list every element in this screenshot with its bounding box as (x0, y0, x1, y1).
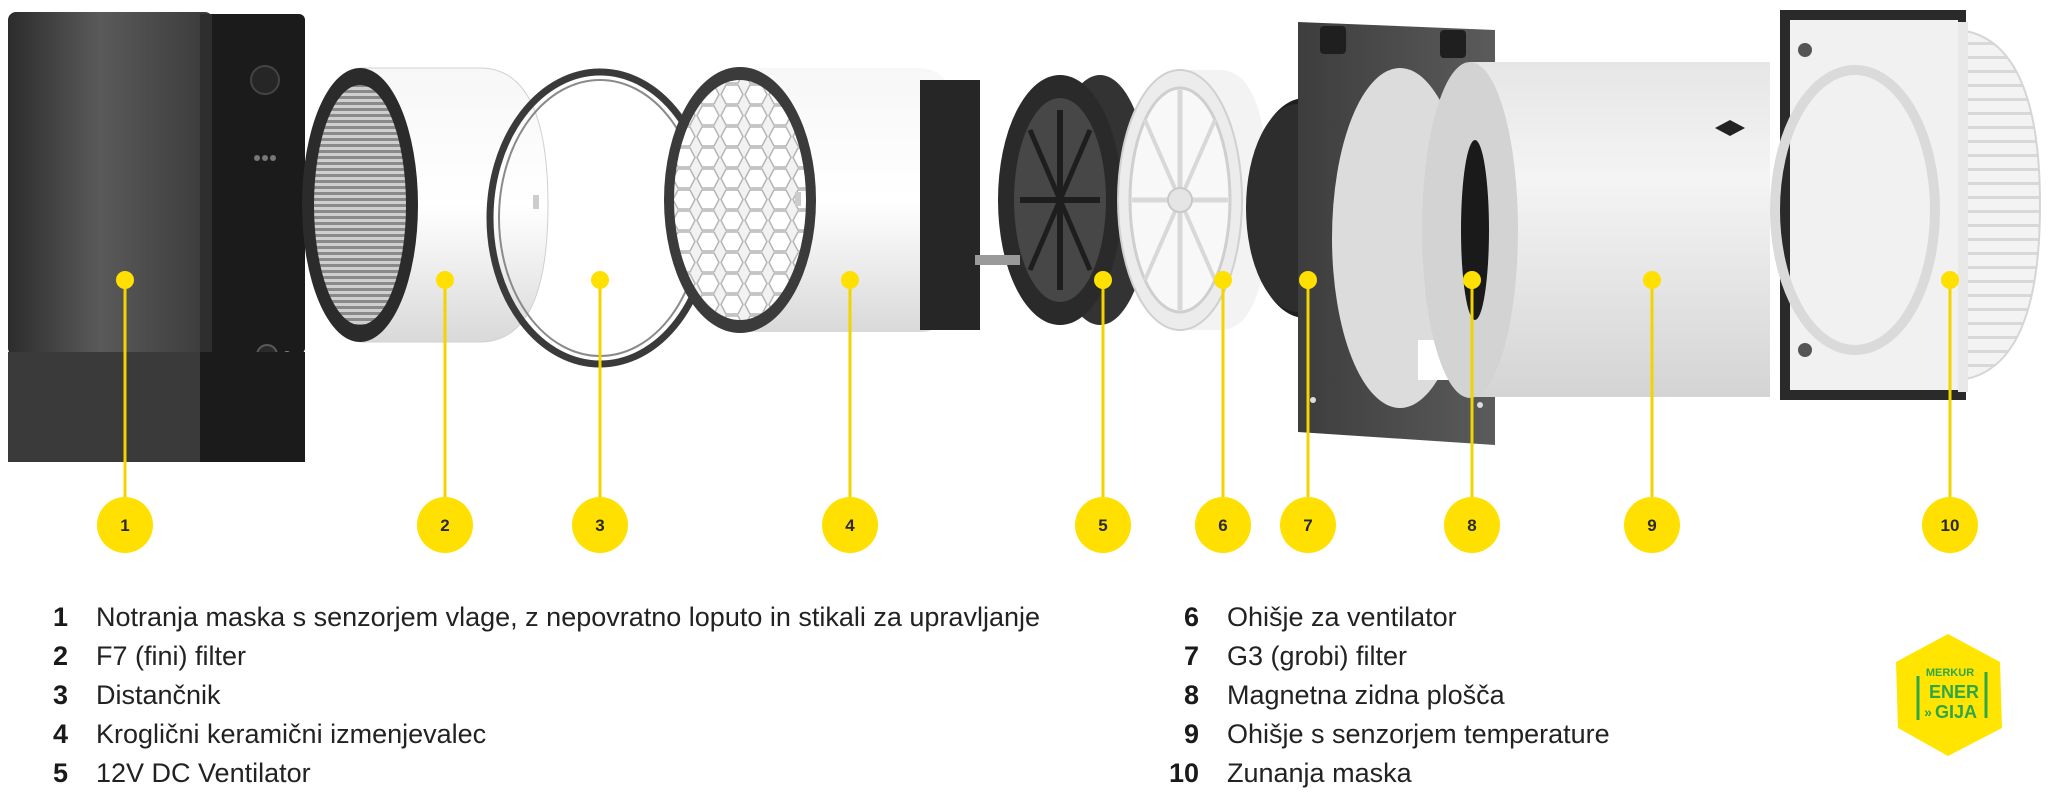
marker-dot-3 (591, 271, 609, 289)
marker-number-8: 8 (1467, 516, 1476, 535)
marker-dot-5 (1094, 271, 1112, 289)
component-ceramic-exchanger (664, 67, 980, 333)
marker-dot-4 (841, 271, 859, 289)
markers: 1 2 3 4 5 6 7 8 9 10 (97, 271, 1978, 553)
legend-item: 1 Notranja maska s senzorjem vlage, z nep… (52, 602, 1040, 633)
legend-label: Distančnik (96, 680, 221, 710)
marker-number-6: 6 (1218, 516, 1227, 535)
marker-dot-10 (1941, 271, 1959, 289)
marker-number-7: 7 (1303, 516, 1312, 535)
legend-number: 9 (1183, 719, 1199, 749)
marker-dot-8 (1463, 271, 1481, 289)
marker-dot-6 (1214, 271, 1232, 289)
marker-badge-8 (1444, 497, 1500, 553)
svg-text:MERKUR: MERKUR (1926, 667, 1974, 679)
legend-number: 2 (52, 641, 68, 671)
legend-item: 2 F7 (fini) filter (52, 641, 246, 672)
marker-badge-5 (1075, 497, 1131, 553)
marker-dot-2 (436, 271, 454, 289)
legend-item: 5 12V DC Ventilator (52, 758, 311, 789)
legend-number: 6 (1183, 602, 1199, 632)
svg-text:GIJA: GIJA (1935, 702, 1977, 722)
legend-label: Magnetna zidna plošča (1227, 680, 1505, 710)
legend-number: 8 (1183, 680, 1199, 710)
legend-label: G3 (grobi) filter (1227, 641, 1408, 671)
legend-label: Notranja maska s senzorjem vlage, z nepo… (96, 602, 1040, 632)
merkur-energija-logo: MERKUR ENER » GIJA (1896, 634, 2002, 756)
marker-number-1: 1 (120, 516, 129, 535)
legend-number: 3 (52, 680, 68, 710)
legend-number: 4 (52, 719, 68, 749)
marker-badge-1 (97, 497, 153, 553)
marker-badge-2 (417, 497, 473, 553)
marker-badge-6 (1195, 497, 1251, 553)
component-tube-housing (1422, 62, 1770, 398)
legend-item: 6 Ohišje za ventilator (1165, 602, 1457, 633)
component-f7-filter (302, 67, 549, 343)
legend-number: 10 (1168, 758, 1199, 788)
legend-number: 5 (52, 758, 68, 788)
legend-label: F7 (fini) filter (96, 641, 247, 671)
component-outer-mask (1770, 10, 2042, 400)
marker-dot-1 (116, 271, 134, 289)
legend-item: 10 Zunanja maska (1165, 758, 1412, 789)
marker-dot-7 (1299, 271, 1317, 289)
marker-number-3: 3 (595, 516, 604, 535)
sensor-grille-icon (250, 65, 280, 95)
legend-label: Zunanja maska (1227, 758, 1412, 788)
marker-badge-10 (1922, 497, 1978, 553)
legend-label: Ohišje s senzorjem temperature (1227, 719, 1610, 749)
legend-item: 3 Distančnik (52, 680, 221, 711)
svg-text:ENER: ENER (1929, 682, 1979, 702)
legend-label: Kroglični keramični izmenjevalec (96, 719, 487, 749)
leader-lines (123, 280, 1952, 501)
component-inner-mask: ✣ (8, 12, 305, 462)
marker-number-9: 9 (1647, 516, 1656, 535)
legend-label: 12V DC Ventilator (96, 758, 311, 788)
legend-item: 7 G3 (grobi) filter (1165, 641, 1407, 672)
legend-item: 8 Magnetna zidna plošča (1165, 680, 1505, 711)
marker-badge-7 (1280, 497, 1336, 553)
marker-badge-9 (1624, 497, 1680, 553)
marker-number-10: 10 (1941, 516, 1960, 535)
component-fan-housing (1117, 69, 1268, 331)
legend-item: 9 Ohišje s senzorjem temperature (1165, 719, 1610, 750)
marker-dot-9 (1643, 271, 1661, 289)
svg-text:»: » (1924, 704, 1932, 720)
legend-label: Ohišje za ventilator (1227, 602, 1457, 632)
marker-number-5: 5 (1098, 516, 1107, 535)
marker-badge-3 (572, 497, 628, 553)
legend-number: 1 (52, 602, 68, 632)
marker-badge-4 (822, 497, 878, 553)
legend-number: 7 (1183, 641, 1199, 671)
legend-item: 4 Kroglični keramični izmenjevalec (52, 719, 486, 750)
marker-number-4: 4 (845, 516, 855, 535)
marker-number-2: 2 (440, 516, 449, 535)
